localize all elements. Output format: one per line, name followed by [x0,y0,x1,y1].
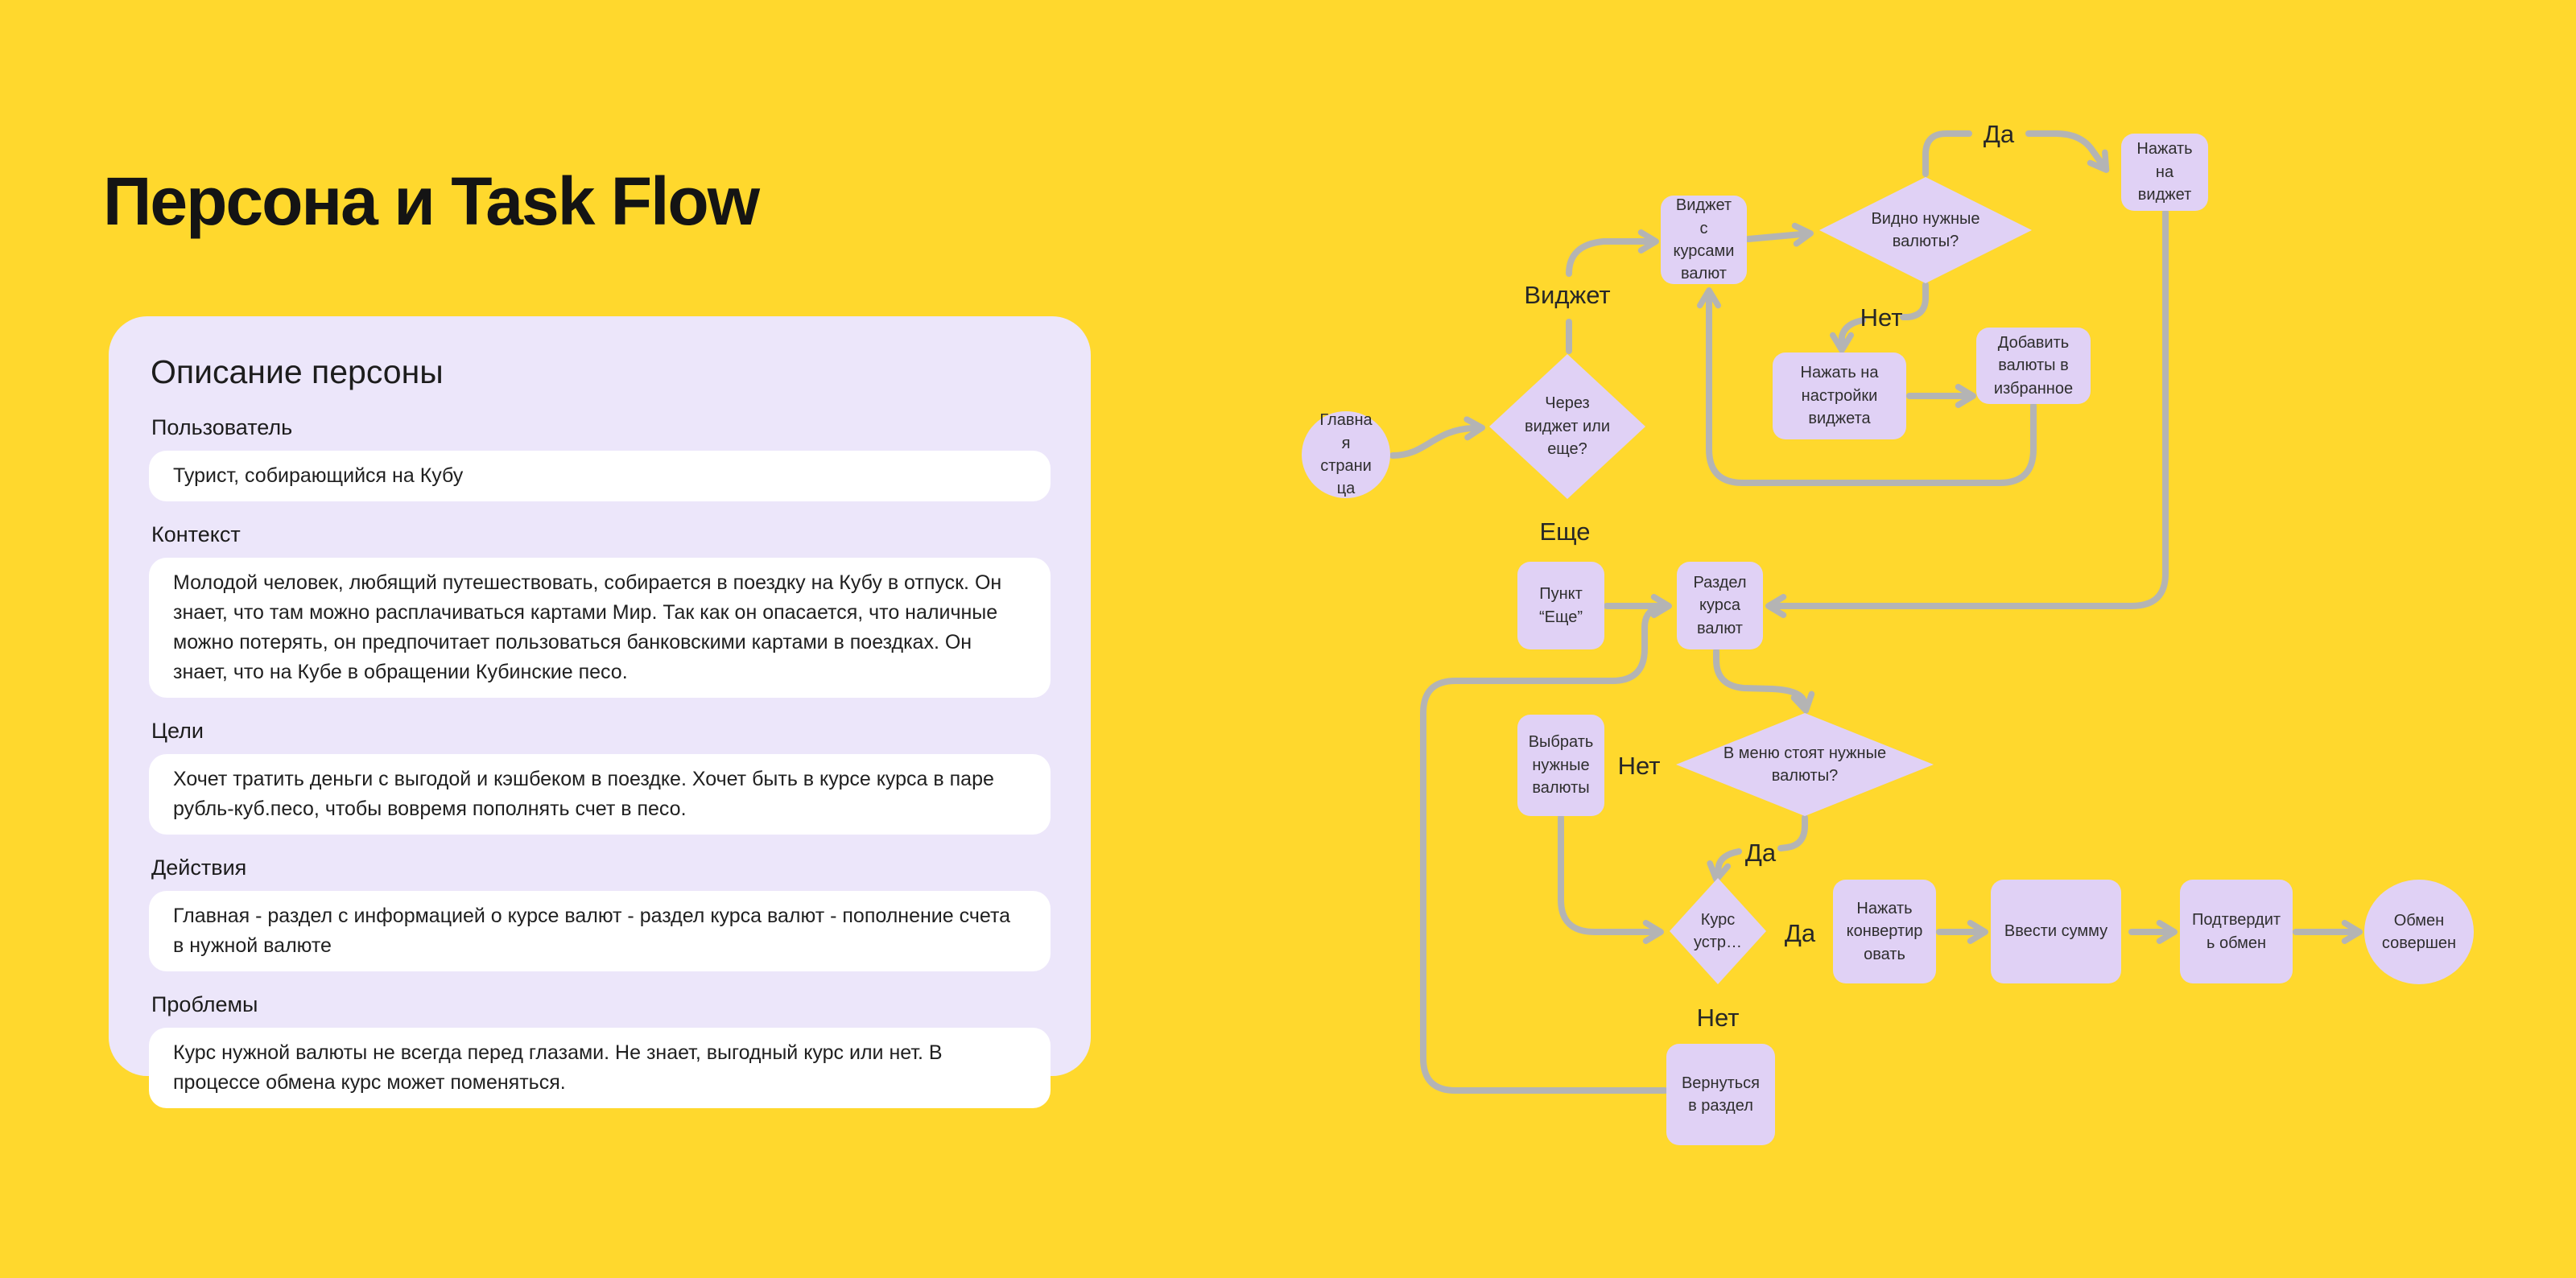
branch-label-yes-2: Да [1744,839,1777,867]
connector-choose-to-d4 [1558,814,1664,944]
flow-node-enter-amount[interactable]: Ввести сумму [1991,880,2121,983]
branch-label-yes-3: Да [1784,919,1816,947]
flow-node-label: Нажать на виджет [2136,140,2193,204]
flow-node-label: Курс устр… [1693,910,1743,951]
branch-label-no-1: Нет [1860,303,1903,332]
flow-node-done[interactable]: Обмен совершен [2364,880,2474,984]
flow-node-rates-section[interactable]: Раздел курса валют [1677,562,1763,649]
flow-node-label: Пункт “Еще” [1538,585,1583,626]
branch-label-widget: Виджет [1524,281,1611,309]
branch-label-no-2: Нет [1617,752,1661,780]
flow-node-menu-has-currencies[interactable]: В меню стоят нужные валюты? [1676,713,1934,816]
persona-card-title: Описание персоны [151,353,444,390]
flow-node-confirm-exchange[interactable]: Подтвердить обмен [2180,880,2293,983]
persona-field-problems: Проблемы Курс нужной валюты не всегда пе… [149,992,1051,1108]
branch-label-more: Еще [1539,517,1591,546]
flow-node-rate-ok[interactable]: Курс устр… [1670,878,1766,984]
user-field[interactable]: Турист, собирающийся на Кубу [149,451,1051,501]
persona-field-goals: Цели Хочет тратить деньги с выгодой и кэ… [149,719,1051,835]
branch-label-yes-1: Да [1983,120,2015,148]
flow-node-label: В меню стоят нужные валюты? [1723,744,1887,785]
flow-node-label: Нажать конвертировать [1846,899,1923,963]
persona-card: Описание персоны Пользователь Турист, со… [109,316,1091,1108]
flow-node-start[interactable]: Главная страница [1302,411,1390,498]
flow-node-label: Раздел курса валют [1693,573,1747,637]
connector-start-to-d1 [1389,416,1485,459]
flow-node-label: Нажать на настройки виджета [1800,364,1879,428]
connector-ratessection-to-d3 [1713,648,1815,714]
flow-node-tap-widget[interactable]: Нажать на виджет [2121,134,2208,211]
persona-field-actions: Действия Главная - раздел с информацией … [149,855,1051,971]
flow-node-label: Выбрать нужные валюты [1528,733,1594,798]
connector-back-loop-to-ratessection [1420,604,1668,1094]
connector-yes1-right [2025,130,2110,173]
flow-node-label: Видно нужные валюты? [1871,209,1980,250]
actions-field[interactable]: Главная - раздел с информацией о курсе в… [149,891,1051,971]
problems-field[interactable]: Курс нужной валюты не всегда перед глаза… [149,1028,1051,1108]
context-field[interactable]: Молодой человек, любящий путешествовать,… [149,558,1051,698]
persona-field-context: Контекст Молодой человек, любящий путеше… [149,522,1051,698]
flow-node-tap-convert[interactable]: Нажать конвертировать [1833,880,1936,983]
field-label: Проблемы [151,992,258,1016]
flow-node-see-currencies[interactable]: Видно нужные валюты? [1819,177,2032,283]
flow-node-label: Через виджет или еще? [1524,394,1611,459]
goals-field[interactable]: Хочет тратить деньги с выгодой и кэшбеко… [149,754,1051,835]
flow-node-label: Виджет с курсами валют [1673,196,1735,283]
field-label: Действия [151,855,247,880]
branch-label-no-3: Нет [1696,1004,1740,1032]
flow-node-widget-rates[interactable]: Виджет с курсами валют [1661,196,1747,284]
flow-node-label: Главная страница [1319,411,1373,498]
field-label: Цели [151,719,204,743]
flow-node-label: Добавить валюты в избранное [1993,333,2074,398]
flow-node-more-item[interactable]: Пункт “Еще” [1517,562,1604,649]
flow-node-label: Ввести сумму [2004,922,2108,941]
field-label: Пользователь [151,415,293,439]
connector-widgetrect-to-d2 [1745,222,1814,247]
connector-widget-to-rates-widget [1566,229,1659,277]
flow-node-widget-settings[interactable]: Нажать на настройки виджета [1773,352,1906,439]
flow-node-label: Подтвердить обмен [2191,911,2281,952]
flow-node-add-favorites[interactable]: Добавить валюты в избранное [1976,328,2091,404]
flow-node-label: Вернуться в раздел [1681,1074,1761,1115]
persona-field-user: Пользователь Турист, собирающийся на Куб… [149,415,1051,501]
field-label: Контекст [151,522,241,546]
flow-node-back-to-section[interactable]: Вернуться в раздел [1666,1044,1775,1145]
page-title: Персона и Task Flow [103,163,760,240]
flow-node-choose-currencies[interactable]: Выбрать нужные валюты [1517,715,1604,816]
flow-node-label: Обмен совершен [2381,911,2457,952]
flow-node-via-widget-or-more[interactable]: Через виджет или еще? [1489,354,1645,499]
